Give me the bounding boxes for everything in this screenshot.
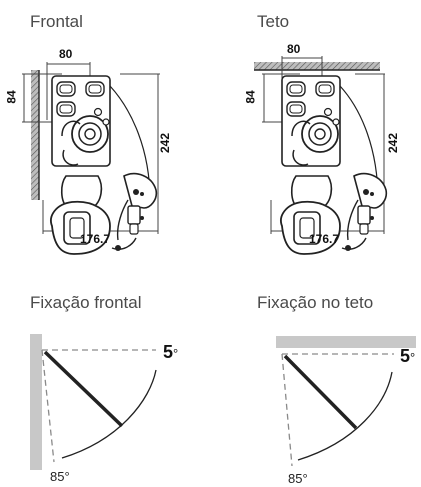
dim-height-label: 242 bbox=[386, 132, 401, 154]
tilt-angle-label: 5° bbox=[400, 346, 416, 366]
dim-depth-label: 84 bbox=[243, 90, 258, 104]
frontal-arm-drawing bbox=[50, 75, 158, 255]
fixation-title-frontal: Fixação frontal bbox=[30, 293, 142, 312]
panel-title-frontal: Frontal bbox=[30, 12, 83, 31]
arm-line bbox=[283, 354, 358, 430]
swing-arc bbox=[61, 369, 157, 459]
tilt-angle-label: 5° bbox=[163, 342, 179, 362]
frontal-plan-view bbox=[22, 62, 160, 255]
fixation-teto-diagram bbox=[276, 336, 416, 467]
fixation-frontal-diagram bbox=[30, 334, 157, 470]
dim-width-label: 80 bbox=[59, 47, 73, 61]
ceiling-hatch bbox=[254, 62, 380, 70]
teto-plan-view bbox=[254, 56, 388, 255]
dim-depth-label: 84 bbox=[4, 90, 19, 104]
teto-arm-drawing bbox=[280, 75, 388, 255]
wall-bar bbox=[30, 334, 42, 470]
dim-span-label: 176.7 bbox=[80, 232, 111, 246]
dim-height-label: 242 bbox=[158, 132, 173, 154]
fixation-title-teto: Fixação no teto bbox=[257, 293, 374, 312]
panel-title-teto: Teto bbox=[257, 12, 290, 31]
arm-line bbox=[43, 350, 124, 428]
swing-arc bbox=[297, 371, 393, 461]
swing-angle-label: 85° bbox=[50, 469, 70, 484]
dim-width-label: 80 bbox=[287, 42, 301, 56]
swing-angle-label: 85° bbox=[288, 471, 308, 486]
ceiling-bar bbox=[276, 336, 416, 348]
wall-hatch bbox=[31, 70, 39, 200]
dim-span-label: 176.7 bbox=[309, 232, 340, 246]
